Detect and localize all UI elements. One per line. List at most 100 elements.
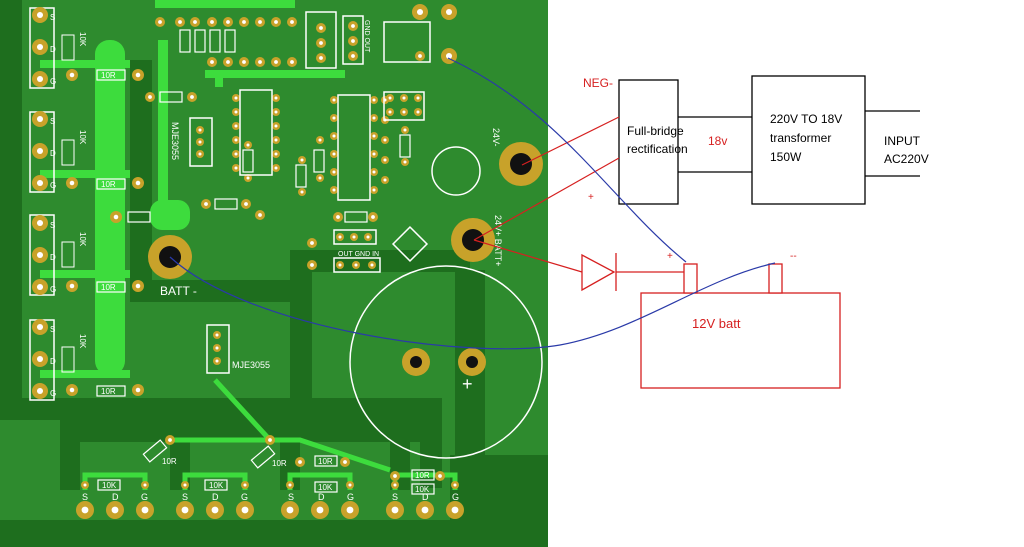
pad-hole: [372, 152, 376, 156]
pad-hole: [193, 20, 197, 24]
pad-hole: [36, 75, 44, 83]
res-label-4: 10R: [101, 387, 116, 396]
res-label-13: 10K: [318, 483, 333, 492]
pad-hole: [81, 506, 89, 514]
pad-hole: [298, 460, 302, 464]
pad-hole: [336, 215, 340, 219]
pin-s-4: S: [392, 492, 398, 502]
pad-hole: [372, 116, 376, 120]
pad-hole: [69, 283, 75, 289]
transformer-label-1: 220V TO 18V: [770, 112, 842, 126]
pad-hole: [36, 115, 44, 123]
pcb-labels: BATT - 24V- 24V+ BATT+ MJE3055 MJE3055 G…: [50, 13, 503, 502]
pad-hole: [243, 483, 247, 487]
res-label-11: 10K: [102, 481, 117, 490]
pad-hole: [366, 235, 370, 239]
pad-hole: [198, 128, 202, 132]
rectifier-label-2: rectification: [627, 142, 688, 156]
res-label-14: 10K: [415, 485, 430, 494]
bright-traces: [40, 0, 345, 378]
pad-hole: [372, 134, 376, 138]
pad-hole: [69, 387, 75, 393]
pad-hole: [453, 483, 457, 487]
pad-hole: [226, 60, 230, 64]
pin-g-3: G: [347, 492, 354, 502]
pin-d-4: D: [422, 492, 429, 502]
pad-hole: [338, 263, 342, 267]
pad-hole: [391, 506, 399, 514]
pad-hole: [332, 98, 336, 102]
pad-hole: [181, 506, 189, 514]
pad-hole: [135, 72, 141, 78]
pad-hole: [332, 116, 336, 120]
pin-g-7: G: [50, 285, 56, 294]
pad-hole: [351, 54, 355, 58]
schematic: Full-bridge rectification 18v 220V TO 18…: [169, 57, 929, 389]
pad-hole: [370, 263, 374, 267]
pad-hole: [388, 110, 392, 114]
pad-hole: [451, 506, 459, 514]
pad-hole: [258, 213, 262, 217]
red-wire-neg: [521, 116, 620, 166]
res-label-6: 10K: [78, 130, 87, 145]
pin-g-4: G: [452, 492, 459, 502]
pad-hole: [36, 323, 44, 331]
connector-label: OUT GND IN: [338, 251, 379, 258]
pad-hole: [83, 483, 87, 487]
neg-label: NEG-: [583, 76, 613, 90]
pad-hole: [274, 20, 278, 24]
pad-hole: [383, 178, 387, 182]
mosfet-3: [29, 214, 75, 296]
pad-hole: [383, 138, 387, 142]
res-label-16: 10R: [272, 459, 287, 468]
pin-s-3: S: [288, 492, 294, 502]
battery-plus: +: [667, 251, 673, 262]
pad-hole: [234, 124, 238, 128]
pin-d-6: D: [50, 149, 56, 158]
pad-hole: [318, 176, 322, 180]
24v-neg-label: 24V-: [491, 128, 501, 147]
pad-hole: [242, 20, 246, 24]
pad-hole: [211, 506, 219, 514]
pad-hole: [258, 60, 262, 64]
red-wire-diode: [473, 239, 583, 273]
pin-d-2: D: [212, 492, 219, 502]
pad-hole: [215, 333, 219, 337]
diode-symbol: [581, 253, 616, 292]
pad-hole: [319, 56, 323, 60]
battery-minus: --: [790, 251, 797, 262]
pad-hole: [319, 26, 323, 30]
pad-hole: [343, 460, 347, 464]
pad-hole: [210, 20, 214, 24]
pad-hole: [316, 506, 324, 514]
pad-hole: [148, 95, 152, 99]
res-label-9: 10R: [318, 457, 333, 466]
battery-pos-terminal: [683, 263, 698, 294]
pad-hole: [288, 483, 292, 487]
res-label-1: 10R: [101, 71, 116, 80]
pad-hole: [143, 483, 147, 487]
pad-hole: [135, 283, 141, 289]
pad-hole: [141, 506, 149, 514]
pad-hole: [416, 110, 420, 114]
transformer-box: [751, 75, 866, 205]
big-capacitor-outline: [349, 265, 543, 459]
pad-hole: [113, 214, 119, 220]
24v-pos-label: 24V+ BATT+: [493, 215, 503, 266]
pad-hole: [371, 215, 375, 219]
pin-g-5: G: [50, 77, 56, 86]
res-label-12: 10K: [209, 481, 224, 490]
pad-hole: [36, 251, 44, 259]
pad-hole: [234, 96, 238, 100]
pad-hole: [338, 235, 342, 239]
pin-g-1: G: [141, 492, 148, 502]
pad-hole: [36, 179, 44, 187]
rectifier-box: [618, 79, 679, 205]
pad-hole: [351, 39, 355, 43]
pad-hole: [372, 170, 376, 174]
pad-hole: [69, 180, 75, 186]
transformer-label-3: 150W: [770, 150, 802, 164]
pad-hole: [274, 110, 278, 114]
pad-hole: [388, 96, 392, 100]
